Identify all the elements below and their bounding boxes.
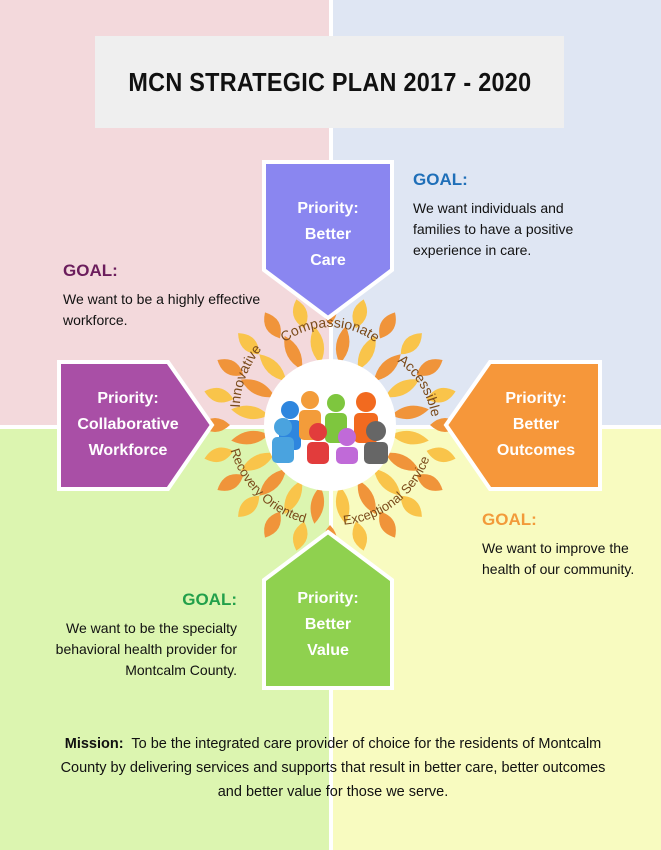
priority-outcomes-label: Priority: Better Outcomes xyxy=(496,390,576,459)
mandala-inner-petal xyxy=(231,405,269,420)
mandala-outer-petal xyxy=(292,299,308,329)
goal-workforce-text: We want to be a highly effective workfor… xyxy=(63,291,261,328)
mandala-inner-petal xyxy=(385,379,420,398)
mandala-inner-petal xyxy=(385,452,420,471)
mandala-outer-petal xyxy=(204,387,234,403)
people-group-icon xyxy=(272,391,388,464)
title-box: MCN STRATEGIC PLAN 2017 - 2020 xyxy=(95,36,564,128)
mandala-outer-petal xyxy=(217,474,244,491)
priority-care-shape xyxy=(262,160,394,321)
priority-care-label: Priority: Better Care xyxy=(297,200,359,269)
mandala-inner-petal xyxy=(240,379,275,398)
goal-care-text: We want individuals and families to have… xyxy=(413,200,574,258)
priority-workforce-label: Priority: Collaborative Workforce xyxy=(77,390,179,459)
mandala-outer-petal xyxy=(400,333,422,355)
mandala-outer-petal xyxy=(217,359,244,376)
mandala-inner-petal xyxy=(373,354,401,382)
priority-outcomes-shape xyxy=(443,360,602,491)
mandala-outer-petal xyxy=(426,447,456,463)
goal-care-label: GOAL: xyxy=(413,170,468,189)
mandala-outer-petal xyxy=(264,312,281,339)
mandala-outer-petal xyxy=(264,511,281,538)
mandala-outer-petal xyxy=(292,521,308,551)
goal-value-label: GOAL: xyxy=(182,590,237,609)
mandala-inner-petal xyxy=(335,326,350,364)
mandala-outer-petal xyxy=(379,511,396,538)
mandala-inner-petal xyxy=(391,405,429,420)
mandala-outer-petal xyxy=(204,447,234,463)
mandala-outer-petal xyxy=(352,521,368,551)
mandala-inner-petal xyxy=(310,486,325,524)
mandala-inner-petal xyxy=(357,480,376,515)
goal-outcomes: GOAL: We want to improve the health of o… xyxy=(482,510,642,580)
mandala-outer-petal xyxy=(379,312,396,339)
mandala-inner-petal xyxy=(357,335,376,370)
goal-value-text: We want to be the specialty behavioral h… xyxy=(55,620,237,678)
mission-label: Mission: xyxy=(64,736,124,752)
mandala-inner-petal xyxy=(335,486,350,524)
mandala-inner-petal xyxy=(240,452,275,471)
mandala-inner-petal xyxy=(373,468,401,496)
mandala-graphic xyxy=(200,295,460,555)
priority-workforce-shape xyxy=(57,360,215,491)
priority-value-shape xyxy=(262,529,394,690)
mandala-inner-petal xyxy=(231,430,269,445)
mandala-outer-petal xyxy=(238,495,260,517)
mandala-inner-petal xyxy=(284,480,303,515)
mandala-outer-petal xyxy=(238,333,260,355)
goal-care: GOAL: We want individuals and families t… xyxy=(413,170,613,261)
page-title: MCN STRATEGIC PLAN 2017 - 2020 xyxy=(128,66,531,97)
mandala-outer-petal xyxy=(416,474,443,491)
goal-value: GOAL: We want to be the specialty behavi… xyxy=(7,590,237,681)
mandala-outer-petal xyxy=(426,387,456,403)
mandala-inner-petal xyxy=(284,335,303,370)
mandala-inner-petal xyxy=(310,326,325,364)
mandala-inner-petal xyxy=(259,354,287,382)
mandala-inner-petal xyxy=(259,468,287,496)
goal-workforce-label: GOAL: xyxy=(63,261,118,280)
goal-outcomes-label: GOAL: xyxy=(482,510,537,529)
goal-workforce: GOAL: We want to be a highly effective w… xyxy=(63,261,263,331)
mandala-outer-petal xyxy=(400,495,422,517)
mandala-inner-petal xyxy=(391,430,429,445)
goal-outcomes-text: We want to improve the health of our com… xyxy=(482,540,635,577)
mandala-outer-petal xyxy=(352,299,368,329)
mission-statement: Mission: To be the integrated care provi… xyxy=(60,732,606,804)
priority-value-label: Priority: Better Value xyxy=(297,590,359,659)
mandala-outer-petal xyxy=(416,359,443,376)
mission-text: To be the integrated care provider of ch… xyxy=(60,736,606,800)
